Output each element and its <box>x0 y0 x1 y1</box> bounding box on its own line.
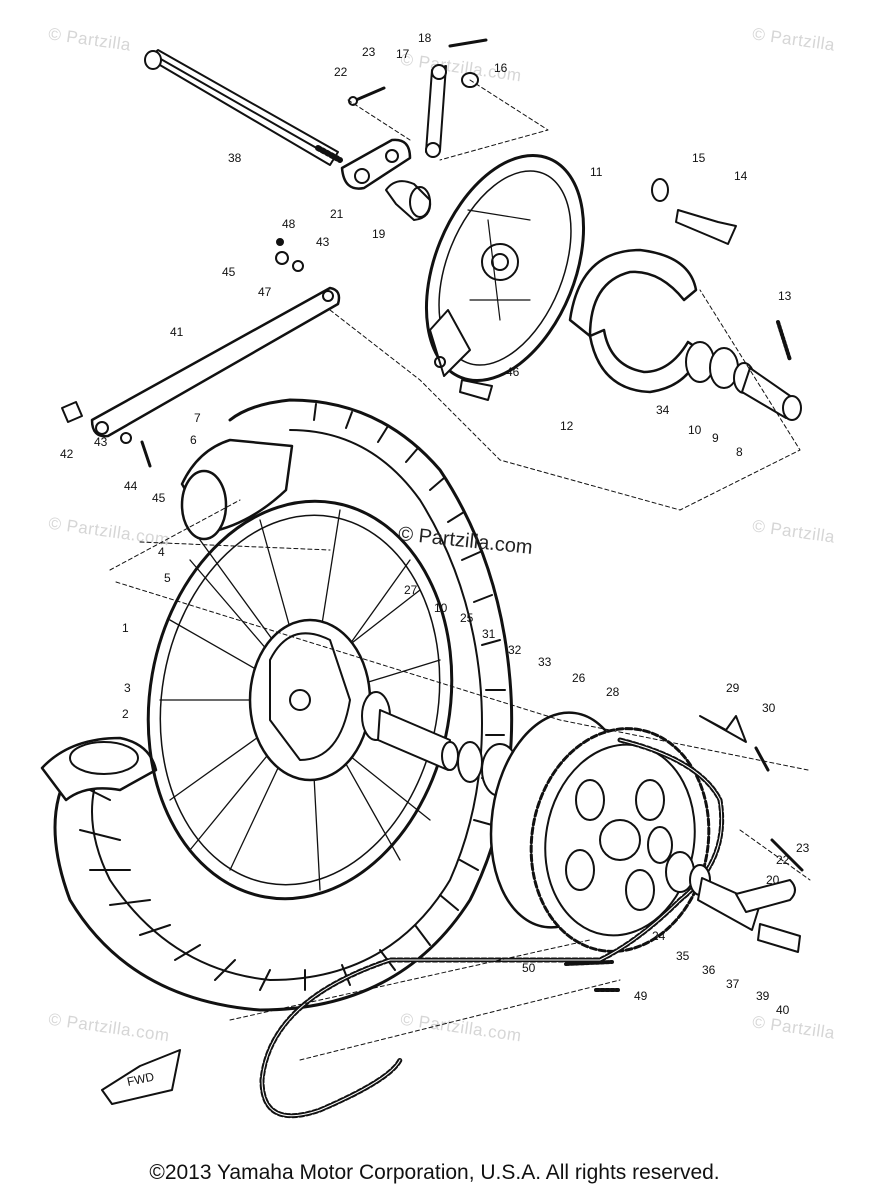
sprocket-side-axle-parts <box>361 691 519 797</box>
callout-33: 33 <box>538 655 552 669</box>
callout-34: 34 <box>656 403 670 417</box>
callout-19: 19 <box>372 227 386 241</box>
callout-22b: 22 <box>776 853 790 867</box>
callout-46: 46 <box>506 365 520 379</box>
callout-16: 16 <box>494 61 508 75</box>
tension-bar-bolt <box>275 238 304 272</box>
callout-1: 1 <box>122 621 129 635</box>
callout-24: 24 <box>652 929 666 943</box>
callout-47: 47 <box>258 285 272 299</box>
assembly-guide-lines <box>109 79 811 1061</box>
hub-bearing-stack <box>685 341 802 421</box>
callout-31: 31 <box>482 627 496 641</box>
forward-direction-arrow: FWD <box>101 1049 181 1105</box>
callout-10b: 10 <box>434 601 448 615</box>
callout-45: 45 <box>152 491 166 505</box>
right-axle-parts <box>665 715 804 953</box>
callout-49: 49 <box>634 989 648 1003</box>
callout-18: 18 <box>418 31 432 45</box>
callout-25: 25 <box>460 611 474 625</box>
callout-17: 17 <box>396 47 410 61</box>
callout-23b: 23 <box>796 841 810 855</box>
adjuster-bolt-46 <box>459 379 493 401</box>
callout-14: 14 <box>734 169 748 183</box>
rear-axle <box>144 49 343 166</box>
bolt-22-23 <box>348 86 386 106</box>
callout-6: 6 <box>190 433 197 447</box>
callout-11: 11 <box>590 165 603 179</box>
callout-7: 7 <box>194 411 201 425</box>
callout-45b: 45 <box>222 265 236 279</box>
fwd-label: FWD <box>126 1069 156 1088</box>
callout-38: 38 <box>228 151 242 165</box>
callout-27: 27 <box>404 583 418 597</box>
rear-wheel-rim <box>146 499 454 901</box>
callout-15: 15 <box>692 151 706 165</box>
callout-40: 40 <box>776 1003 790 1017</box>
callout-42: 42 <box>60 447 74 461</box>
brake-shoe-plate <box>424 153 586 383</box>
callout-39: 39 <box>756 989 770 1003</box>
callout-22: 22 <box>334 65 348 79</box>
drive-chain <box>259 737 725 1119</box>
callout-44: 44 <box>124 479 138 493</box>
callout-20: 20 <box>766 873 780 887</box>
callout-43b: 43 <box>316 235 330 249</box>
callout-8: 8 <box>736 445 743 459</box>
rear-tire <box>40 398 514 1012</box>
brake-torque-link <box>425 38 488 158</box>
chain-adjuster-left <box>340 138 412 190</box>
callout-9: 9 <box>712 431 719 445</box>
callout-43: 43 <box>94 435 108 449</box>
callout-50: 50 <box>522 961 536 975</box>
callout-26: 26 <box>572 671 586 685</box>
callout-12: 12 <box>560 419 574 433</box>
callout-37: 37 <box>726 977 740 991</box>
callout-23: 23 <box>362 45 376 59</box>
callout-10: 10 <box>688 423 702 437</box>
brake-shoes <box>568 248 792 394</box>
callout-28: 28 <box>606 685 620 699</box>
callout-41: 41 <box>170 325 184 339</box>
tension-bar <box>61 286 341 468</box>
rear-sprocket <box>529 727 711 953</box>
callout-30: 30 <box>762 701 776 715</box>
callout-48: 48 <box>282 217 296 231</box>
callout-32: 32 <box>508 643 522 657</box>
callout-5: 5 <box>164 571 171 585</box>
callout-labels: 1 2 3 4 5 6 7 8 9 10 10 11 12 13 14 15 1… <box>60 31 810 1017</box>
callout-29: 29 <box>726 681 740 695</box>
chain-master-link <box>564 960 620 992</box>
callout-4: 4 <box>158 545 165 559</box>
callout-2: 2 <box>122 707 129 721</box>
callout-3: 3 <box>124 681 131 695</box>
copyright-notice: ©2013 Yamaha Motor Corporation, U.S.A. A… <box>149 1161 720 1184</box>
callout-36: 36 <box>702 963 716 977</box>
callout-21: 21 <box>330 207 344 221</box>
brake-cam <box>651 178 737 245</box>
callout-35: 35 <box>676 949 690 963</box>
collar-19 <box>385 180 432 221</box>
callout-13: 13 <box>778 289 792 303</box>
